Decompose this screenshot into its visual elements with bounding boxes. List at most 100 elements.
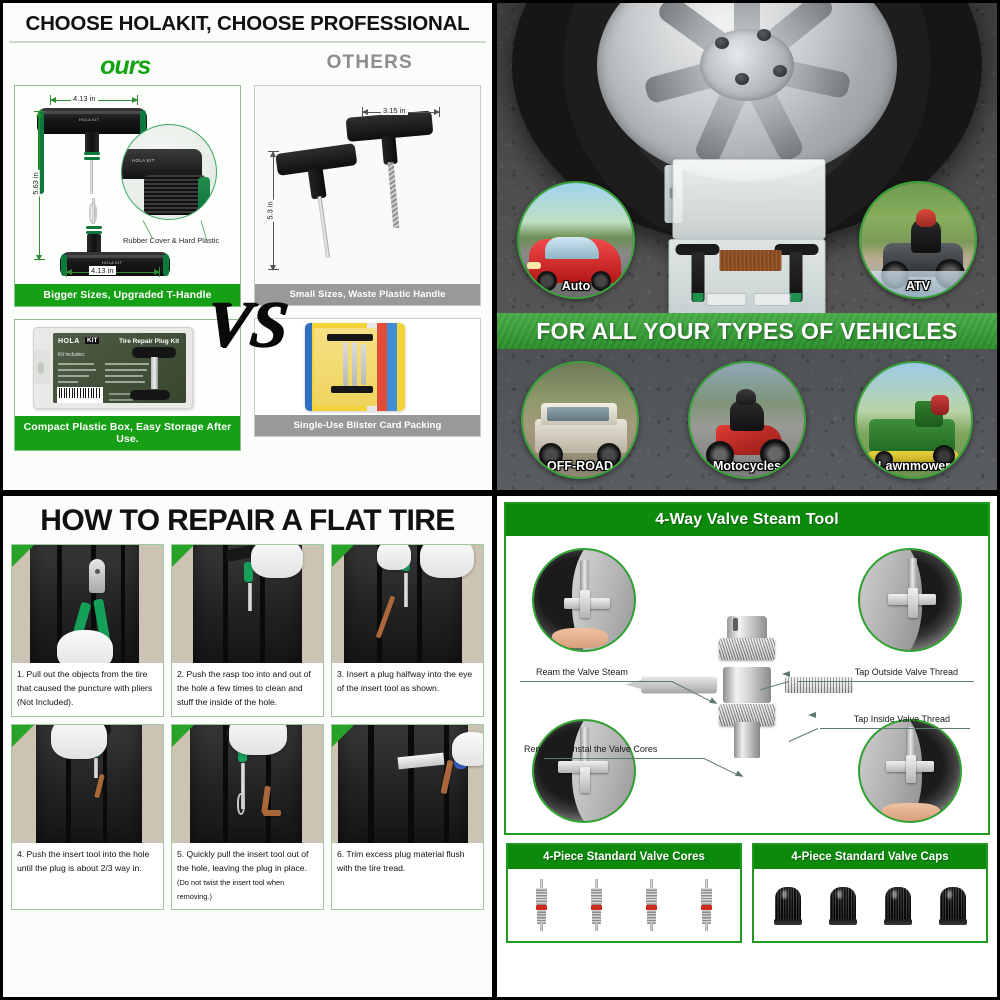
- valve-caps-title: 4-Piece Standard Valve Caps: [754, 845, 986, 869]
- others-tool-right: [345, 110, 443, 245]
- vehicles-banner: FOR ALL YOUR TYPES OF VEHICLES: [497, 313, 997, 349]
- valve-caps-items: [754, 869, 986, 941]
- box-brand: HOLA: [58, 338, 80, 345]
- ours-column: HOLA KIT: [14, 85, 241, 451]
- valve-core-item: [645, 879, 658, 931]
- step-text-note-5: (Do not twist the insert tool when remov…: [177, 877, 285, 901]
- valve-photo-ream: [532, 548, 636, 652]
- ours-box-image: HOLA KIT Tire Repair Plug Kit Kit Includ…: [15, 320, 240, 416]
- valve-cap-item: [938, 885, 967, 925]
- comparison-headings: ours OTHERS: [3, 52, 492, 81]
- others-packing-image: [255, 319, 480, 415]
- howto-step: 3 3. Insert a plug halfway into the eye …: [331, 544, 484, 717]
- others-packing-panel: Single-Use Blister Card Packing: [254, 318, 481, 437]
- step-image-5: 5: [172, 724, 323, 843]
- step-image-6: 6: [332, 724, 483, 843]
- others-caption: Small Sizes, Waste Plastic Handle: [255, 284, 480, 305]
- howto-title: HOW TO REPAIR A FLAT TIRE: [40, 504, 455, 537]
- step-image-3: 3: [332, 545, 483, 663]
- valve-cores-items: [508, 869, 740, 941]
- product-box: HOLA KIT Tire Repair Plug Kit Kit Includ…: [33, 327, 193, 409]
- valve-tool-panel: 4-Way Valve Steam Tool: [497, 496, 997, 997]
- step-text-main-5: 5. Quickly pull the insert tool out of t…: [177, 848, 309, 873]
- vehicles-panel: Auto ATV FOR ALL YOUR TYPES OF VEHICLES: [497, 3, 997, 490]
- heading-ours: ours: [100, 52, 151, 80]
- vehicles-banner-text: FOR ALL YOUR TYPES OF VEHICLES: [536, 317, 958, 344]
- valve-cap-item: [773, 885, 802, 925]
- ours-caption: Bigger Sizes, Upgraded T-Handle: [15, 284, 240, 306]
- step-number-badge-4: 4: [12, 724, 34, 747]
- others-tool-image: 3.15 in 5.3 in: [255, 86, 480, 284]
- howto-step: 5 5. Quickly pull the insert tool out of…: [171, 723, 324, 911]
- box-title: Tire Repair Plug Kit: [119, 338, 180, 345]
- vs-badge: VS: [202, 288, 291, 361]
- valve-tool-diagram: Ream the Valve Steam Tap Outside Valve T…: [506, 536, 988, 833]
- valve-tool-title: 4-Way Valve Steam Tool: [506, 504, 988, 536]
- step-number-badge-3: 3: [332, 545, 354, 567]
- valve-core-item: [700, 879, 713, 931]
- ours-dim-height: 5.63 in: [30, 170, 40, 197]
- vehicle-label-offroad: OFF-ROAD: [547, 459, 613, 473]
- howto-step: 2 2. Push the rasp too into and out of t…: [171, 544, 324, 717]
- step-image-4: 4: [12, 724, 163, 843]
- ours-tool-image: HOLA KIT: [15, 86, 240, 284]
- valve-core-item: [590, 879, 603, 931]
- valve-tool-card: 4-Way Valve Steam Tool: [504, 502, 990, 835]
- vehicle-bubble-offroad: OFF-ROAD: [521, 361, 639, 479]
- valve-tool-wrapper: 4-Way Valve Steam Tool: [497, 496, 997, 997]
- vehicle-label-auto: Auto: [561, 279, 591, 293]
- valve-parts-row: 4-Piece Standard Valve Cores: [504, 835, 990, 943]
- step-text-2: 2. Push the rasp too into and out of the…: [172, 663, 323, 716]
- magnifier-label: Rubber Cover & Hard Plastic: [123, 236, 220, 245]
- vehicle-bubble-atv: ATV: [859, 181, 977, 299]
- four-way-tool-illustration: [625, 610, 853, 760]
- vehicle-label-motorcycle: Motocycles: [712, 459, 782, 473]
- vehicle-bubble-lawnmower: Lawnmower: [855, 361, 973, 479]
- annotation-ream: Ream the Valve Steam: [536, 666, 628, 677]
- magnifier-circle: HOLA KIT: [121, 124, 217, 220]
- step-number-badge-6: 6: [332, 724, 354, 747]
- howto-step: 6 6. Trim excess plug material flush wit…: [331, 723, 484, 911]
- step-number-badge-1: 1: [12, 545, 34, 567]
- howto-panel: HOW TO REPAIR A FLAT TIRE: [3, 496, 492, 997]
- others-dim-width: 3.15 in: [381, 106, 408, 115]
- comparison-panel: CHOOSE HOLAKIT, CHOOSE PROFESSIONAL ours…: [3, 3, 492, 490]
- step-image-2: 2: [172, 545, 323, 663]
- vehicle-label-atv: ATV: [905, 279, 931, 293]
- valve-photo-remove-cores: [532, 719, 636, 823]
- step-text-3: 3. Insert a plug halfway into the eye of…: [332, 663, 483, 702]
- ours-tool-panel: HOLA KIT: [14, 85, 241, 307]
- step-text-1: 1. Pull out the objects from the tire th…: [12, 663, 163, 716]
- valve-cores-card: 4-Piece Standard Valve Cores: [506, 843, 742, 943]
- others-dim-height: 5.3 in: [265, 199, 275, 222]
- product-box-label: HOLA KIT Tire Repair Plug Kit Kit Includ…: [53, 333, 186, 403]
- valve-photo-tap-inside: [858, 719, 962, 823]
- comparison-title: CHOOSE HOLAKIT, CHOOSE PROFESSIONAL: [9, 3, 486, 43]
- valve-cap-item: [883, 885, 912, 925]
- step-number-badge-5: 5: [172, 724, 194, 747]
- valve-photo-tap-outside: [858, 548, 962, 652]
- kit-case-photo: [664, 159, 830, 313]
- comparison-grid: HOLA KIT: [3, 81, 492, 451]
- others-column: 3.15 in 5.3 in Small Sizes, Waste Plasti…: [254, 85, 481, 451]
- blister-pack: [305, 323, 405, 411]
- step-text-4: 4. Push the insert tool into the hole un…: [12, 842, 163, 882]
- vehicle-label-lawnmower: Lawnmower: [877, 459, 951, 473]
- valve-core-item: [535, 879, 548, 931]
- annotation-tap-outside: Tap Outside Valve Thread: [854, 666, 958, 677]
- annotation-remove-cores: Remove or instal the Valve Cores: [524, 743, 658, 754]
- ours-box-caption: Compact Plastic Box, Easy Storage After …: [15, 416, 240, 450]
- vehicles-hero: Auto ATV: [497, 3, 997, 313]
- vehicle-bubble-auto: Auto: [517, 181, 635, 299]
- valve-caps-card: 4-Piece Standard Valve Caps: [752, 843, 988, 943]
- ours-box-panel: HOLA KIT Tire Repair Plug Kit Kit Includ…: [14, 319, 241, 451]
- box-brand-kit: KIT: [85, 337, 100, 344]
- others-tool-panel: 3.15 in 5.3 in Small Sizes, Waste Plasti…: [254, 85, 481, 306]
- howto-steps-grid: 1 1. Pull out the objects from the tire …: [3, 544, 492, 918]
- vehicle-bubble-motorcycle: Motocycles: [688, 361, 806, 479]
- wheel-rim: [597, 3, 897, 181]
- step-text-5: 5. Quickly pull the insert tool out of t…: [172, 842, 323, 910]
- valve-cap-item: [828, 885, 857, 925]
- others-packing-caption: Single-Use Blister Card Packing: [255, 415, 480, 436]
